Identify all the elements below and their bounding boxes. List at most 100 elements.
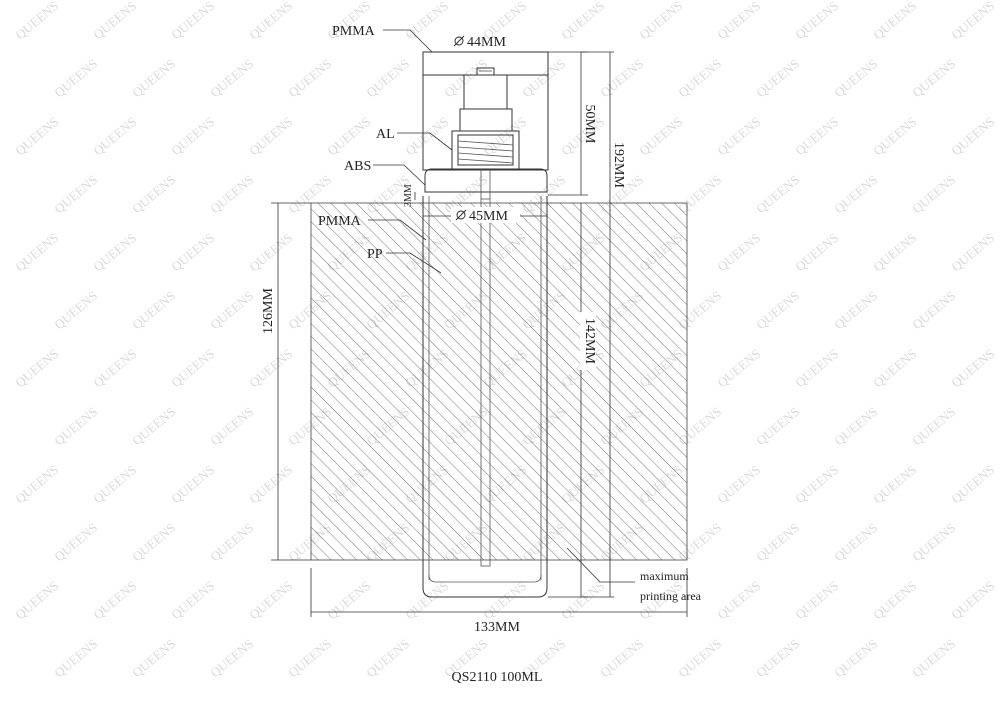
watermark-text: QUEENS — [129, 56, 178, 100]
watermark-text: QUEENS — [363, 636, 412, 680]
watermark-text: QUEENS — [792, 346, 841, 390]
watermark-text: QUEENS — [90, 114, 139, 158]
watermark-text: QUEENS — [402, 578, 451, 622]
watermark-text: QUEENS — [753, 404, 802, 448]
watermark-text: QUEENS — [246, 462, 295, 506]
watermark-text: QUEENS — [792, 0, 841, 42]
watermark-text: QUEENS — [909, 56, 958, 100]
watermark-text: QUEENS — [909, 636, 958, 680]
watermark-text: QUEENS — [753, 636, 802, 680]
watermark-text: QUEENS — [12, 230, 61, 274]
watermark-text: QUEENS — [90, 578, 139, 622]
watermark-text: QUEENS — [870, 346, 919, 390]
watermark-text: QUEENS — [12, 114, 61, 158]
watermark-text: QUEENS — [714, 462, 763, 506]
bottle-height-label: 142MM — [580, 312, 597, 370]
watermark-text: QUEENS — [831, 288, 880, 332]
watermark-text: QUEENS — [714, 578, 763, 622]
watermark-text: QUEENS — [870, 578, 919, 622]
label-outer-material: PMMA — [318, 214, 362, 229]
watermark-text: QUEENS — [558, 0, 607, 42]
dim-print-width: 133MM — [474, 620, 520, 635]
watermark-text: QUEENS — [246, 346, 295, 390]
watermark-text: QUEENS — [909, 404, 958, 448]
watermark-text: QUEENS — [714, 346, 763, 390]
watermark-text: QUEENS — [51, 520, 100, 564]
annotation-line-1: maximum — [640, 569, 689, 583]
watermark-text: QUEENS — [831, 172, 880, 216]
product-title: QS2110 100ML — [452, 670, 543, 685]
watermark-text: QUEENS — [480, 114, 529, 158]
watermark-text: QUEENS — [51, 636, 100, 680]
watermark-text: QUEENS — [714, 230, 763, 274]
dim-total-height: 192MM — [611, 142, 626, 188]
watermark-text: QUEENS — [792, 230, 841, 274]
watermark-text: QUEENS — [12, 578, 61, 622]
dim-bottle-diameter: 45MM — [469, 209, 508, 224]
watermark-text: QUEENS — [246, 0, 295, 42]
watermark-text: QUEENS — [90, 230, 139, 274]
watermark-text: QUEENS — [90, 462, 139, 506]
watermark-text: QUEENS — [324, 114, 373, 158]
leader-print — [566, 547, 635, 583]
watermark-text: QUEENS — [168, 0, 217, 42]
watermark-text: QUEENS — [402, 114, 451, 158]
labels: PMMA 44MM AL ABS PMMA PP 45MM 3MM 50MM 1… — [261, 24, 702, 685]
shoulder — [424, 168, 548, 193]
watermark-text: QUEENS — [207, 288, 256, 332]
watermark-text: QUEENS — [90, 346, 139, 390]
diameter-symbol-icon — [455, 209, 467, 221]
watermark-text: QUEENS — [792, 578, 841, 622]
watermark-text: QUEENS — [207, 404, 256, 448]
watermark-text: QUEENS — [12, 346, 61, 390]
label-cap-material: PMMA — [332, 24, 376, 39]
watermark-text: QUEENS — [597, 636, 646, 680]
watermark-text: QUEENS — [480, 578, 529, 622]
leader-cap — [383, 29, 433, 53]
watermark-text: QUEENS — [753, 520, 802, 564]
watermark-text: QUEENS — [948, 462, 997, 506]
watermark-text: QUEENS — [129, 288, 178, 332]
watermark-text: QUEENS — [246, 114, 295, 158]
dimension-lines — [271, 51, 688, 617]
watermark-text: QUEENS — [870, 230, 919, 274]
watermark-text: QUEENS — [402, 0, 451, 42]
leader-inner — [386, 252, 442, 274]
dim-gap: 3MM — [403, 184, 414, 207]
dim-bottle-height: 142MM — [582, 318, 597, 364]
watermark-text: QUEENS — [831, 520, 880, 564]
watermark-text: QUEENS — [792, 462, 841, 506]
watermark-text: QUEENS — [714, 114, 763, 158]
watermark-text: QUEENS — [948, 114, 997, 158]
watermark-text: QUEENS — [285, 636, 334, 680]
label-shoulder-material: ABS — [344, 159, 371, 174]
annotation-line-2: printing area — [640, 589, 702, 603]
watermark-text: QUEENS — [558, 578, 607, 622]
watermark-text: QUEENS — [714, 0, 763, 42]
watermark-text: QUEENS — [51, 404, 100, 448]
watermark-text: QUEENS — [753, 172, 802, 216]
watermark-text: QUEENS — [168, 462, 217, 506]
watermark-text: QUEENS — [168, 114, 217, 158]
watermark-text: QUEENS — [792, 114, 841, 158]
watermark-text: QUEENS — [909, 520, 958, 564]
diameter-symbol-icon — [453, 35, 465, 47]
label-collar-material: AL — [376, 127, 395, 142]
watermark-text: QUEENS — [129, 404, 178, 448]
watermark-text: QUEENS — [207, 520, 256, 564]
watermark-text: QUEENS — [948, 346, 997, 390]
watermark-text: QUEENS — [12, 462, 61, 506]
watermark-text: QUEENS — [207, 636, 256, 680]
watermark-text: QUEENS — [129, 636, 178, 680]
watermark-text: QUEENS — [636, 114, 685, 158]
watermark-text: QUEENS — [948, 230, 997, 274]
dim-cap-diameter: 44MM — [467, 35, 506, 50]
leader-shoulder — [373, 164, 426, 186]
watermark-text: QUEENS — [675, 56, 724, 100]
watermark-text: QUEENS — [51, 172, 100, 216]
watermark-text: QUEENS — [246, 578, 295, 622]
watermark-text: QUEENS — [168, 578, 217, 622]
watermark-text: QUEENS — [285, 56, 334, 100]
watermark-text: QUEENS — [831, 56, 880, 100]
